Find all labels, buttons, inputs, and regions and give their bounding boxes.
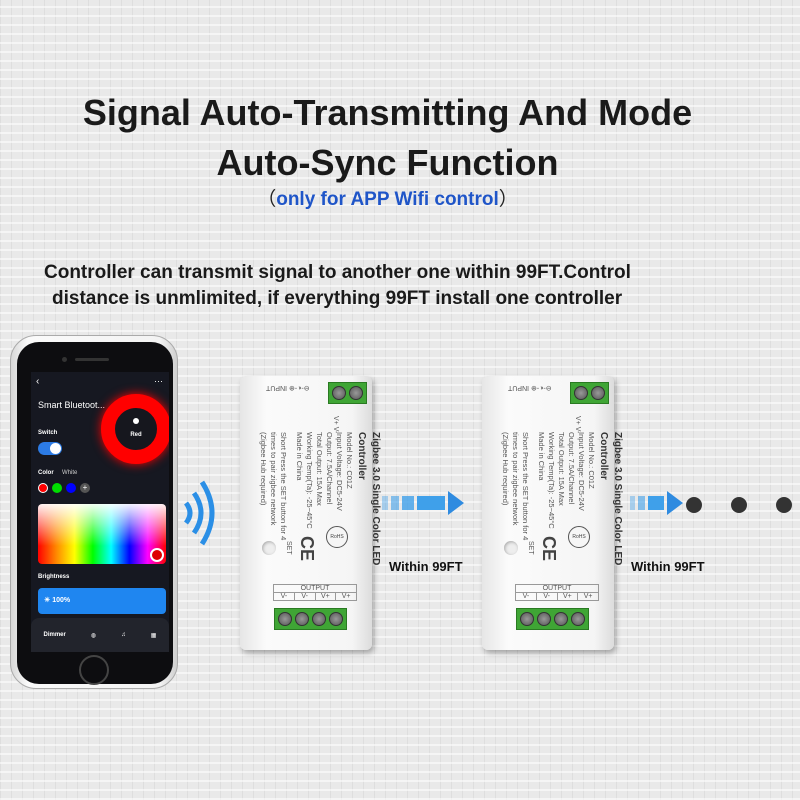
input-polarity: V+ V- <box>574 416 581 434</box>
subtitle: （only for APP Wifi control） <box>0 184 775 211</box>
description-line2: distance is unmlimited, if everything 99… <box>52 288 623 309</box>
input-terminal <box>570 382 609 404</box>
spec: Made in China <box>295 432 304 481</box>
paren: ） <box>498 189 518 210</box>
brightness-label: Brightness <box>38 574 70 580</box>
note: Short Press the SET button for 4 <box>279 432 288 541</box>
spec: Total Output: 15A Max <box>557 432 566 506</box>
spec: Output: 7.5A/Channel <box>567 432 576 505</box>
spec: Model No.: C01Z <box>345 432 354 489</box>
ce-mark: CE <box>297 536 317 562</box>
set-label: SET <box>285 541 292 555</box>
note: (Zigbee Hub required) <box>259 432 268 506</box>
pin: V- <box>280 593 288 600</box>
ce-mark: CE <box>539 536 559 562</box>
spec: Working Temp(Ta): -25~45°C <box>305 432 314 529</box>
add-swatch-button[interactable]: + <box>80 483 90 493</box>
distance-label: Within 99FT <box>631 559 705 574</box>
input-polarity: V+ V- <box>332 416 339 434</box>
more-icon[interactable]: ··· <box>154 376 163 386</box>
power-toggle[interactable] <box>38 442 62 455</box>
arrow-right-icon <box>630 491 683 515</box>
spec: Working Temp(Ta): -25~45°C <box>547 432 556 529</box>
color-picker-handle[interactable] <box>150 548 164 562</box>
spec: Output: 7.5A/Channel <box>325 432 334 505</box>
music-icon[interactable]: ♫ <box>121 632 126 638</box>
camera-icon <box>62 357 67 362</box>
spec: Model No.: C01Z <box>587 432 596 489</box>
note: times to pair zigbee network <box>269 432 278 526</box>
device-name: Smart Bluetoot... <box>38 400 106 410</box>
arrow-right-icon <box>382 491 464 515</box>
color-palette[interactable] <box>38 504 166 564</box>
set-label: SET <box>527 541 534 555</box>
nav-dimmer[interactable]: Dimmer <box>43 632 66 638</box>
pin: V- <box>293 593 315 600</box>
palette-icon[interactable]: ◍ <box>90 632 97 639</box>
output-terminal <box>274 608 347 630</box>
led-controller-1: ⊖-◐-⊕ INPUT V+ V- Zigbee 3.0 Single Colo… <box>240 376 381 650</box>
ellipsis-dot <box>776 497 792 513</box>
set-button[interactable] <box>504 541 518 555</box>
color-name: Red <box>130 432 142 438</box>
note: (Zigbee Hub required) <box>501 432 510 506</box>
spec: Total Output: 15A Max <box>315 432 324 506</box>
led-controller-2: ⊖-◐-⊕ INPUT V+ V- Zigbee 3.0 Single Colo… <box>482 376 623 650</box>
subtitle-text: only for APP Wifi control <box>276 189 499 210</box>
brightness-slider[interactable]: ☀ 100% <box>38 588 166 614</box>
rohs-mark: RoHS <box>568 526 590 548</box>
swatch-blue[interactable] <box>66 483 76 493</box>
output-label: OUTPUT <box>300 585 330 592</box>
phone-face: ‹ ··· Smart Bluetoot... Red Switch Color… <box>17 342 173 685</box>
spec: Input Voltage: DC5-24V <box>577 432 586 511</box>
controller-title: Zigbee 3.0 Single Color LED Controller <box>356 432 381 566</box>
swatch-green[interactable] <box>52 483 62 493</box>
headline-line2: Auto-Sync Function <box>216 142 559 183</box>
input-label: ⊖-◐-⊕ INPUT <box>508 384 552 391</box>
spec: Made in China <box>537 432 546 481</box>
wireless-signal-icon <box>183 480 215 546</box>
description-line1: Controller can transmit signal to anothe… <box>44 262 631 283</box>
controller-title: Zigbee 3.0 Single Color LED Controller <box>598 432 623 566</box>
home-button <box>79 655 109 685</box>
sun-icon: ☀ <box>44 597 53 604</box>
controller-label: Zigbee 3.0 Single Color LED Controller M… <box>500 432 624 582</box>
headline-line1: Signal Auto-Transmitting And Mode <box>82 92 693 133</box>
switch-label: Switch <box>38 430 58 436</box>
input-label: ⊖-◐-⊕ INPUT <box>266 384 310 391</box>
bottom-nav: Dimmer ◍ ♫ ▦ <box>31 618 169 652</box>
tab-color[interactable]: Color <box>38 470 54 476</box>
speaker-grille <box>75 358 109 361</box>
color-ring[interactable]: Red <box>101 394 169 464</box>
swatch-red[interactable] <box>38 483 48 493</box>
output-terminal <box>516 608 589 630</box>
ellipsis-dot <box>731 497 747 513</box>
ellipsis-dot <box>686 497 702 513</box>
pin: V+ <box>577 593 598 600</box>
bulb-icon <box>133 418 139 424</box>
note: times to pair zigbee network <box>511 432 520 526</box>
note: Short Press the SET button for 4 <box>521 432 530 541</box>
app-screen: ‹ ··· Smart Bluetoot... Red Switch Color… <box>31 372 169 652</box>
grid-icon[interactable]: ▦ <box>150 632 157 639</box>
distance-label: Within 99FT <box>389 559 463 574</box>
controller-label: Zigbee 3.0 Single Color LED Controller M… <box>258 432 382 582</box>
tab-white[interactable]: White <box>62 470 78 476</box>
back-icon[interactable]: ‹ <box>36 376 40 387</box>
rohs-mark: RoHS <box>326 526 348 548</box>
pin: V+ <box>335 593 356 600</box>
pin: V- <box>535 593 557 600</box>
smartphone: ‹ ··· Smart Bluetoot... Red Switch Color… <box>10 335 178 689</box>
pin: V- <box>522 593 530 600</box>
set-button[interactable] <box>262 541 276 555</box>
pin: V+ <box>556 593 578 600</box>
pin: V+ <box>314 593 336 600</box>
paren: （ <box>257 189 277 210</box>
output-label: OUTPUT <box>542 585 572 592</box>
input-terminal <box>328 382 367 404</box>
spec: Input Voltage: DC5-24V <box>335 432 344 511</box>
brightness-value: 100% <box>52 597 71 604</box>
